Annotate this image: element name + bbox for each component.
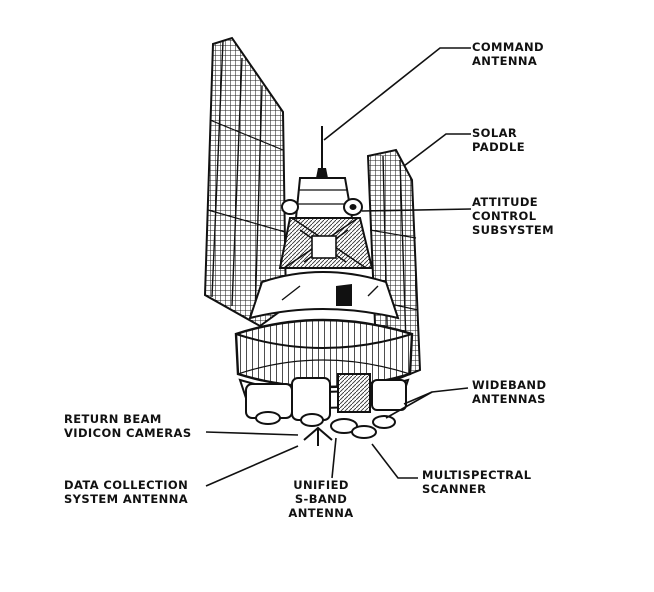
label-wideband-antennas-line-1: WIDEBAND [472,378,547,392]
label-multispectral-scanner: MULTISPECTRAL SCANNER [422,468,531,496]
label-wideband-antennas-line-2: ANTENNAS [472,392,546,406]
label-unified-sband-line-3: ANTENNA [288,506,354,520]
label-attitude-control-line-3: SUBSYSTEM [472,223,555,237]
label-attitude-control-line-1: ATTITUDE [472,195,539,209]
label-return-beam-line-1: RETURN BEAM [64,412,162,426]
label-solar-paddle-line-1: SOLAR [472,126,518,140]
label-solar-paddle-line-2: PADDLE [472,140,525,154]
leader-lines [205,47,472,487]
label-command-antenna: COMMAND ANTENNA [472,40,544,68]
label-unified-s-band-antenna: UNIFIED S-BAND ANTENNA [276,478,366,520]
upper-module [281,177,363,219]
label-solar-paddle: SOLAR PADDLE [472,126,525,154]
label-return-beam-line-2: VIDICON CAMERAS [64,426,192,440]
label-command-antenna-line-1: COMMAND [472,40,544,54]
label-multispectral-line-1: MULTISPECTRAL [422,468,532,482]
command-antenna-mast [316,126,328,178]
label-unified-sband-line-2: S-BAND [294,492,348,506]
label-attitude-control-line-2: CONTROL [472,209,537,223]
sensor-ring [248,271,400,320]
label-wideband-antennas: WIDEBAND ANTENNAS [472,378,546,406]
main-bus [234,318,414,389]
lower-instruments [238,373,410,446]
mid-truss [278,217,374,269]
label-data-collection-system-antenna: DATA COLLECTION SYSTEM ANTENNA [64,478,188,506]
label-command-antenna-line-2: ANTENNA [472,54,538,68]
label-data-collection-line-1: DATA COLLECTION [64,478,189,492]
label-attitude-control-subsystem: ATTITUDE CONTROL SUBSYSTEM [472,195,554,237]
label-data-collection-line-2: SYSTEM ANTENNA [64,492,189,506]
label-multispectral-line-2: SCANNER [422,482,487,496]
label-return-beam-vidicon-cameras: RETURN BEAM VIDICON CAMERAS [64,412,192,440]
label-unified-sband-line-1: UNIFIED [293,478,349,492]
